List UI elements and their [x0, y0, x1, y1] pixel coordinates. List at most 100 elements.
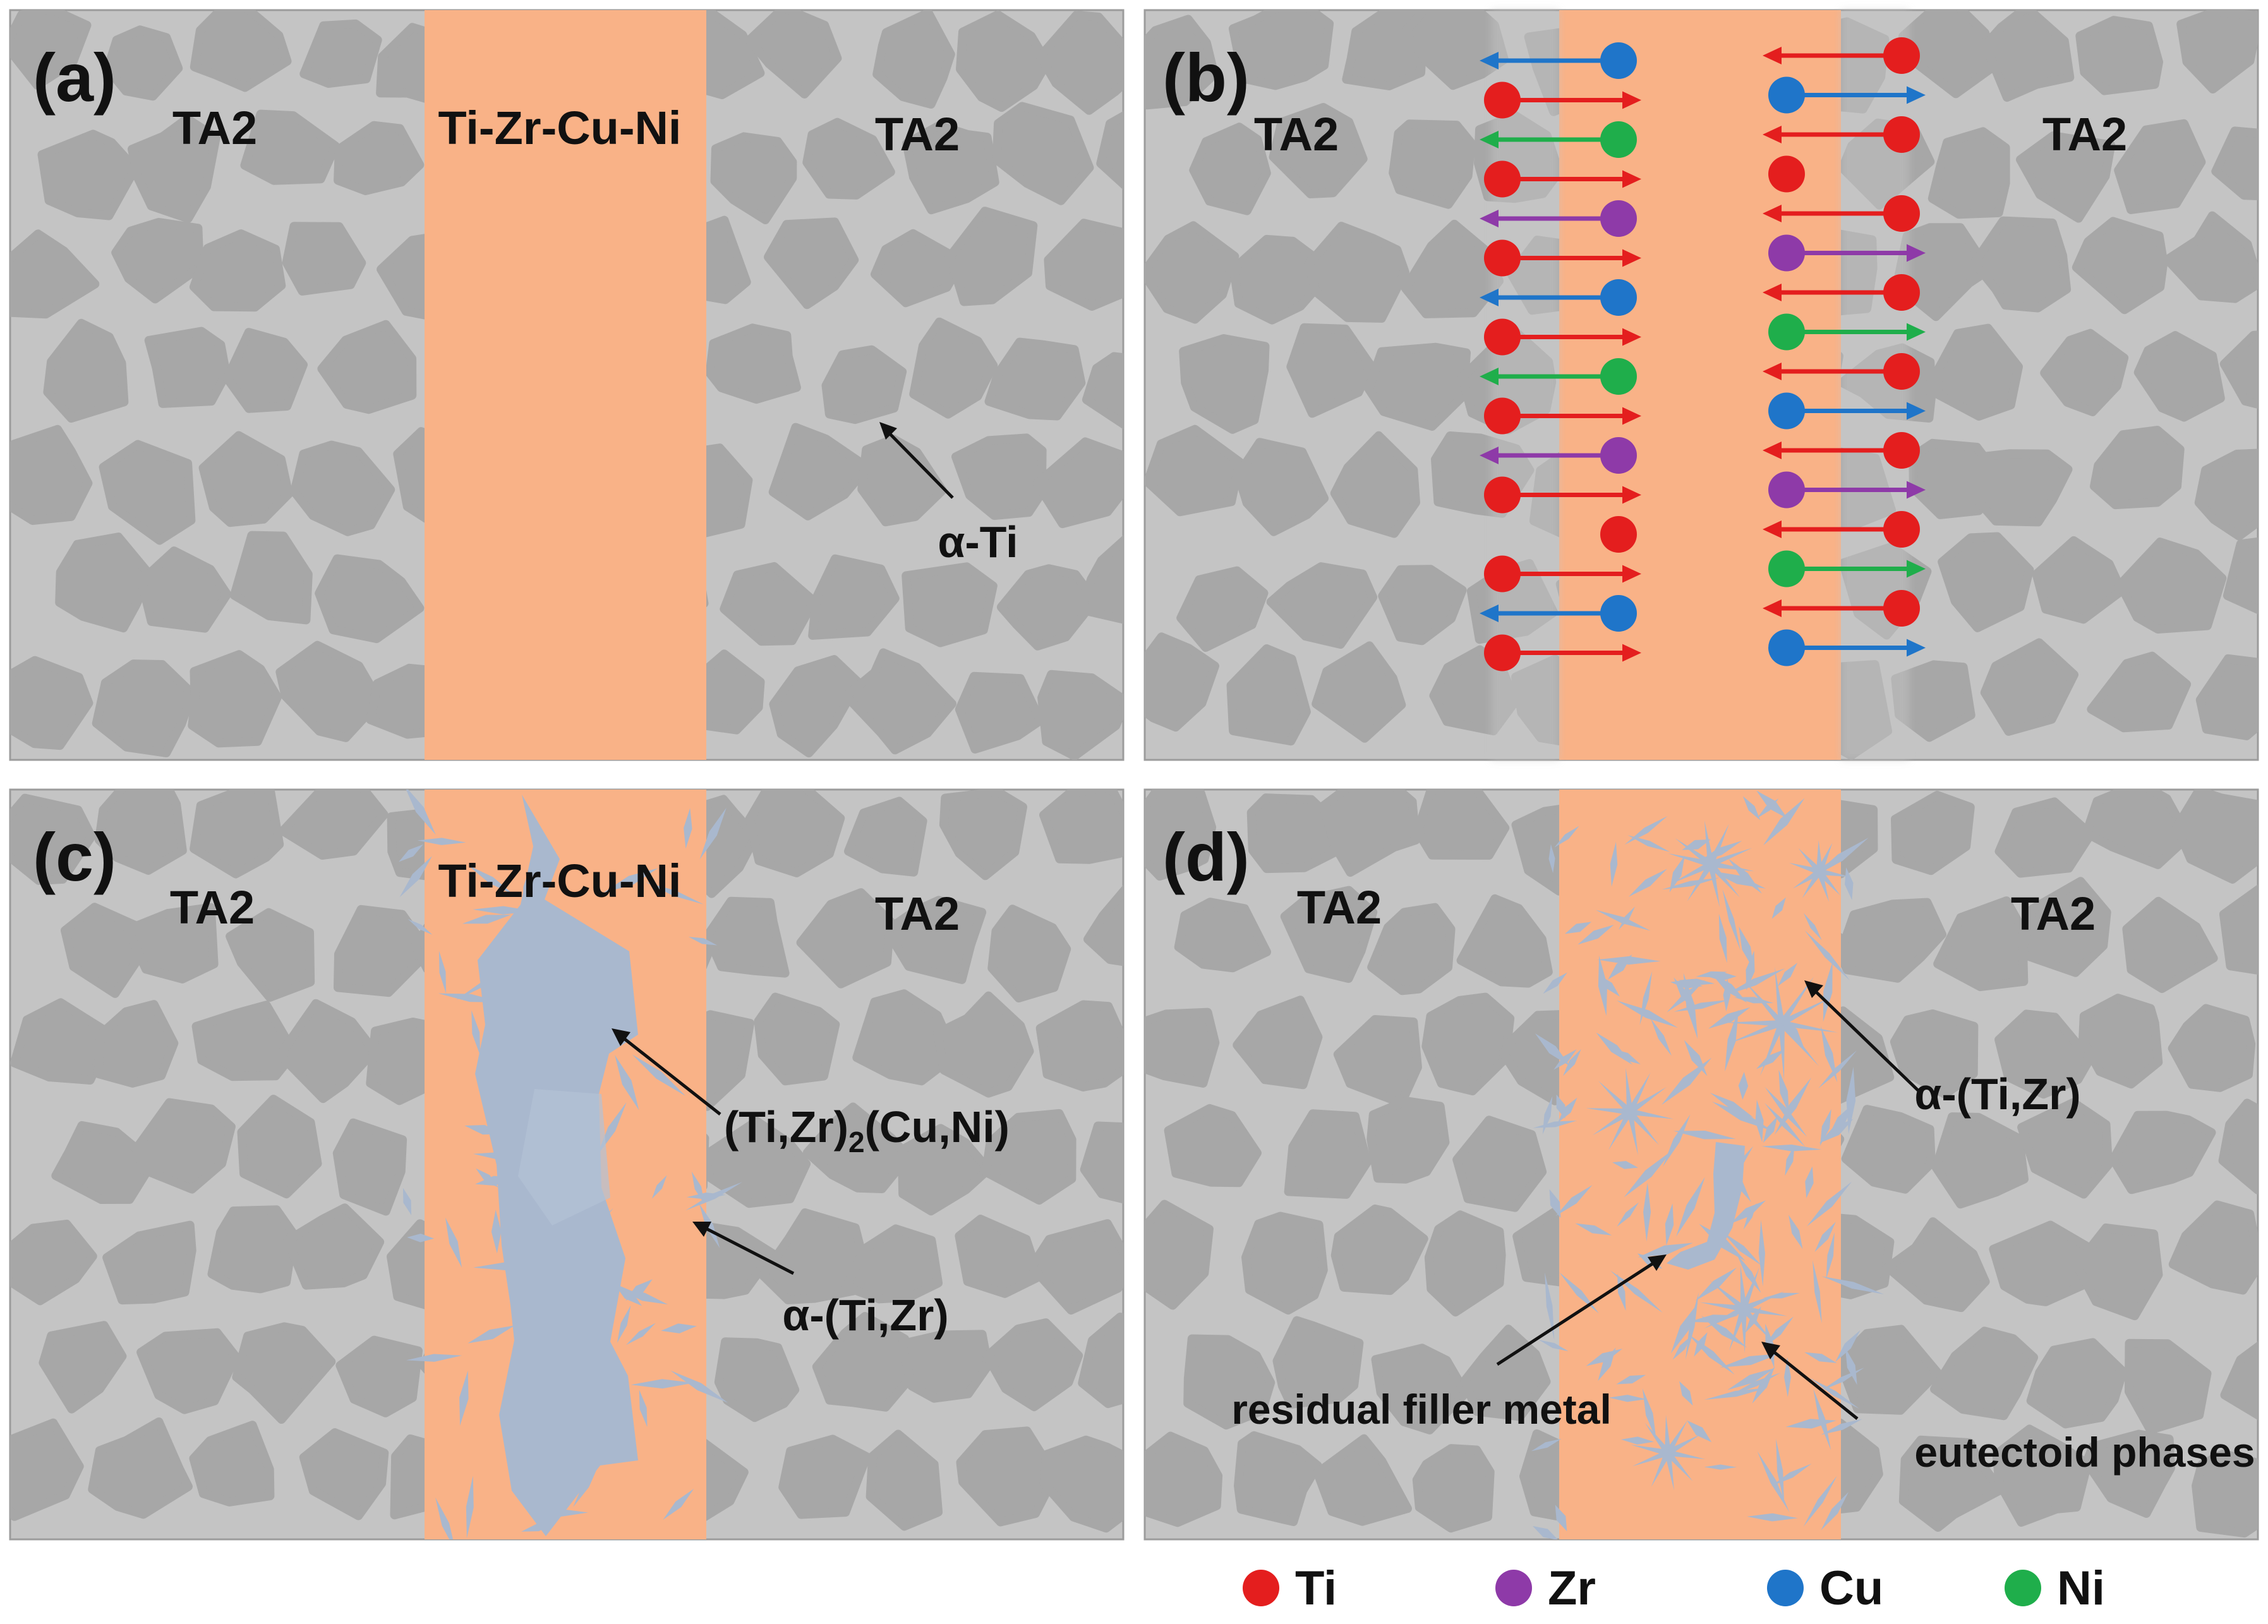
needle-phase	[1642, 1388, 1656, 1440]
needle-phase	[1752, 1366, 1775, 1404]
diffusion-arrowhead	[1763, 126, 1782, 143]
needle-phase	[1764, 1086, 1807, 1137]
grain	[334, 905, 433, 997]
grain	[1027, 1219, 1123, 1315]
panel-d: (d) TA2 TA2 α-(Ti,Zr) residual filler me…	[1143, 788, 2259, 1541]
grain	[1367, 903, 1456, 995]
diffusion-arrowhead	[1622, 486, 1641, 504]
grain	[1145, 1200, 1214, 1310]
needle-phase	[435, 1497, 454, 1539]
eutectoid-star	[1818, 853, 1845, 875]
grain	[1981, 10, 2075, 102]
atom-zr	[1600, 437, 1637, 474]
panel-c-alpha-arrowhead	[692, 1222, 711, 1237]
eutectoid-star	[1627, 1109, 1660, 1145]
panel-a-alpha-ti-label: α-Ti	[938, 517, 1018, 567]
grain	[996, 564, 1099, 651]
needle-phase	[1755, 1100, 1764, 1143]
panel-b-diffusion-arrows	[1480, 37, 1926, 671]
grain	[1835, 1325, 1942, 1415]
needle-phase	[1595, 910, 1651, 931]
needle-phase	[402, 1188, 412, 1215]
grain	[778, 1435, 871, 1519]
needle-phase	[1763, 1116, 1778, 1143]
grain	[1413, 790, 1510, 860]
eutectoid-star	[1668, 853, 1712, 867]
grain	[190, 10, 292, 92]
needle-phase	[491, 1210, 502, 1254]
needle-phase	[399, 844, 423, 862]
grain	[1080, 1121, 1123, 1204]
grain	[2082, 790, 2193, 869]
grain	[1189, 123, 1271, 215]
panel-d-eutectoid-arrowhead	[1761, 1342, 1780, 1359]
needle-phase	[1820, 1109, 1831, 1146]
grain	[1389, 119, 1476, 209]
atom-ti	[1484, 318, 1521, 356]
needle-phase	[1761, 1144, 1822, 1152]
needle-phase	[1661, 1057, 1712, 1105]
needle-phase	[1710, 1092, 1754, 1118]
diffusion-arrowhead	[1907, 481, 1926, 499]
grain	[103, 25, 183, 101]
grain	[2016, 131, 2116, 223]
eutectoid-star	[1687, 862, 1714, 902]
needle-phase	[1778, 1069, 1789, 1115]
needle-phase	[1803, 913, 1822, 941]
eutectoid-star	[1740, 1265, 1747, 1309]
diffusion-arrowhead	[1480, 52, 1499, 69]
needle-phase	[1679, 1381, 1693, 1406]
needle-phase	[1743, 1203, 1757, 1230]
legend-dot-zr	[1495, 1570, 1532, 1606]
grain	[1272, 1316, 1364, 1409]
needle-phase	[1819, 1119, 1854, 1143]
grain	[2075, 16, 2163, 95]
grain	[111, 218, 204, 304]
needle-phase	[1533, 1525, 1558, 1539]
needle-phase	[1737, 1254, 1761, 1294]
needle-phase	[646, 882, 704, 905]
needle-phase	[1612, 1161, 1638, 1169]
needle-phase	[1845, 867, 1854, 900]
needle-phase	[663, 1488, 694, 1520]
grain	[857, 435, 947, 527]
eutectoid-star	[1667, 1450, 1706, 1460]
grain	[745, 790, 845, 877]
needle-phase	[1620, 1436, 1655, 1445]
needle-phase	[1846, 1066, 1856, 1134]
grain	[315, 554, 425, 644]
needle-phase	[466, 1476, 474, 1539]
panel-c-label-right: TA2	[875, 887, 960, 940]
needle-phase	[1757, 798, 1779, 819]
grain	[933, 991, 1034, 1098]
eutectoid-star	[1699, 1302, 1744, 1312]
grain	[1994, 1009, 2094, 1099]
needle-phase	[1531, 1438, 1562, 1452]
needle-phase	[686, 1193, 726, 1200]
eutectoid-star	[1708, 863, 1720, 908]
atom-cu	[1768, 392, 1805, 430]
grain	[43, 318, 129, 423]
grain	[1330, 431, 1420, 538]
eutectoid-star	[1710, 1280, 1746, 1311]
needle-phase	[1758, 1220, 1765, 1287]
needle-phase	[1835, 1330, 1861, 1362]
diffusion-arrowhead	[1763, 442, 1782, 459]
eutectoid-star	[1708, 862, 1740, 898]
diffusion-arrowhead	[1622, 249, 1641, 267]
panel-a-alpha-ti-arrowhead	[879, 422, 897, 440]
needle-phase	[1577, 925, 1614, 945]
grain	[1286, 323, 1375, 418]
grain	[897, 1124, 993, 1216]
grain	[1933, 323, 2023, 421]
needle-phase	[1730, 1200, 1766, 1224]
panel-c-alpha-arrow	[699, 1224, 795, 1275]
needle-phase	[1673, 1131, 1736, 1140]
atom-ni	[1768, 550, 1805, 587]
needle-phase	[1704, 1464, 1737, 1470]
grain	[2218, 1098, 2258, 1194]
legend-label-cu: Cu	[1819, 1561, 1883, 1615]
diffusion-arrowhead	[1763, 205, 1782, 222]
needle-phase	[1704, 1387, 1768, 1400]
atom-ti	[1883, 274, 1920, 311]
